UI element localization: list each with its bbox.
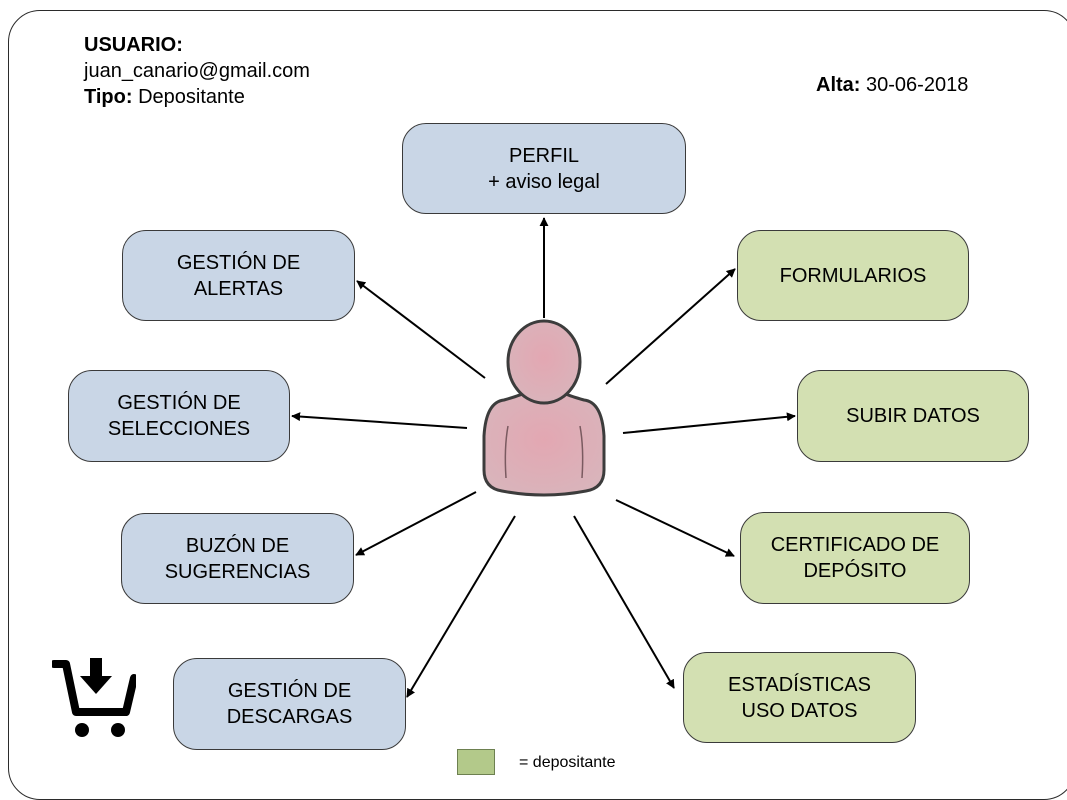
node-subir-datos: SUBIR DATOS (797, 370, 1029, 462)
node-gestion-descargas: GESTIÓN DE DESCARGAS (173, 658, 406, 750)
node-selecciones-line1: GESTIÓN DE (117, 392, 241, 414)
node-perfil: PERFIL + aviso legal (402, 123, 686, 214)
node-estadisticas-uso: ESTADÍSTICAS USO DATOS (683, 652, 916, 743)
node-gestion-selecciones: GESTIÓN DE SELECCIONES (68, 370, 290, 462)
arrow-buzon (355, 491, 477, 556)
alta-value: 30-06-2018 (866, 74, 969, 96)
user-type-label: Tipo: (84, 86, 133, 108)
node-buzon-sugerencias: BUZÓN DE SUGERENCIAS (121, 513, 354, 604)
user-email: juan_canario@gmail.com (84, 60, 310, 82)
node-buzon-line1: BUZÓN DE (185, 534, 290, 557)
alta-label: Alta: (816, 74, 861, 96)
node-formularios: FORMULARIOS (737, 230, 969, 321)
node-gestion-alertas: GESTIÓN DE ALERTAS (122, 230, 355, 321)
node-alertas-line1: GESTIÓN DE (176, 251, 301, 274)
node-certificado-deposito: CERTIFICADO DE DEPÓSITO (740, 512, 970, 604)
cart-download-icon (52, 658, 136, 737)
arrow-alertas (356, 280, 486, 379)
arrow-descargas (406, 515, 516, 698)
arrow-selecciones (291, 412, 468, 429)
node-subir-line1: SUBIR DATOS (846, 405, 980, 427)
node-descargas-line2: DESCARGAS (226, 706, 353, 728)
arrow-formularios (605, 268, 736, 385)
node-estadisticas-line1: ESTADÍSTICAS (728, 673, 871, 696)
node-certificado-line1: CERTIFICADO DE (770, 534, 940, 556)
node-formularios-line1: FORMULARIOS (779, 264, 927, 287)
alta-date: Alta: 30-06-2018 (816, 74, 968, 97)
user-heading: USUARIO: (84, 34, 183, 56)
node-alertas-line2: ALERTAS (193, 277, 284, 300)
node-selecciones-line2: SELECCIONES (107, 418, 251, 440)
node-perfil-line2: + aviso legal (488, 170, 600, 193)
user-info: USUARIO: juan_canario@gmail.com Tipo: De… (84, 32, 310, 110)
node-perfil-line1: PERFIL (508, 144, 580, 167)
arrow-certificado (615, 499, 735, 557)
node-buzon-line2: SUGERENCIAS (164, 560, 311, 583)
arrow-subir (622, 412, 796, 434)
user-icon (482, 319, 606, 497)
user-type-value: Depositante (138, 86, 245, 108)
legend-swatch (457, 749, 495, 775)
arrow-estadisticas (573, 515, 675, 689)
node-certificado-line2: DEPÓSITO (803, 560, 907, 582)
legend-text: = depositante (519, 754, 616, 771)
node-estadisticas-line2: USO DATOS (741, 699, 858, 722)
node-descargas-line1: GESTIÓN DE (227, 680, 352, 702)
